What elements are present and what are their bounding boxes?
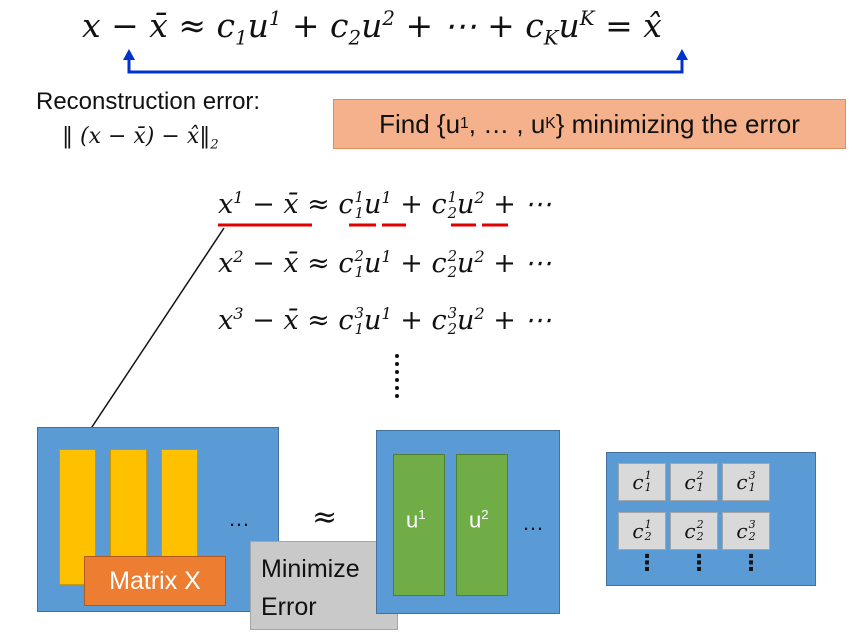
reconstruction-formula: ‖ (x − x̄) − x̂‖2 — [62, 124, 219, 153]
matrix-x-label: Matrix X — [84, 556, 226, 606]
components-ellipsis: … — [522, 510, 544, 535]
vertical-ellipsis-icon — [395, 354, 399, 398]
minimize-error-box: Minimize Error — [250, 541, 398, 630]
minimize-line-2: Error — [261, 593, 317, 621]
coeff-vdots-3: ⋮ — [740, 551, 762, 576]
blue-bracket-arrow — [127, 60, 684, 74]
coeff-vdots-2: ⋮ — [688, 551, 710, 576]
component-column-1: u1 — [393, 454, 445, 596]
pointer-line — [81, 227, 225, 443]
approx-symbol: ≈ — [312, 500, 338, 535]
top-equation: x − x̄ ≈ c1u1 + c2u2 + ⋯ + cKuK = x̂ — [82, 6, 662, 50]
arrowhead-left — [123, 49, 135, 60]
component-label-1: u1 — [406, 507, 426, 533]
coeff-vdots-1: ⋮ — [636, 551, 658, 576]
component-label-2: u2 — [469, 507, 489, 533]
arrowhead-right — [676, 49, 688, 60]
matrix-x-ellipsis: … — [228, 506, 250, 531]
reconstruction-label: Reconstruction error: — [36, 88, 261, 115]
minimize-line-1: Minimize — [261, 555, 360, 583]
component-column-2: u2 — [456, 454, 508, 596]
